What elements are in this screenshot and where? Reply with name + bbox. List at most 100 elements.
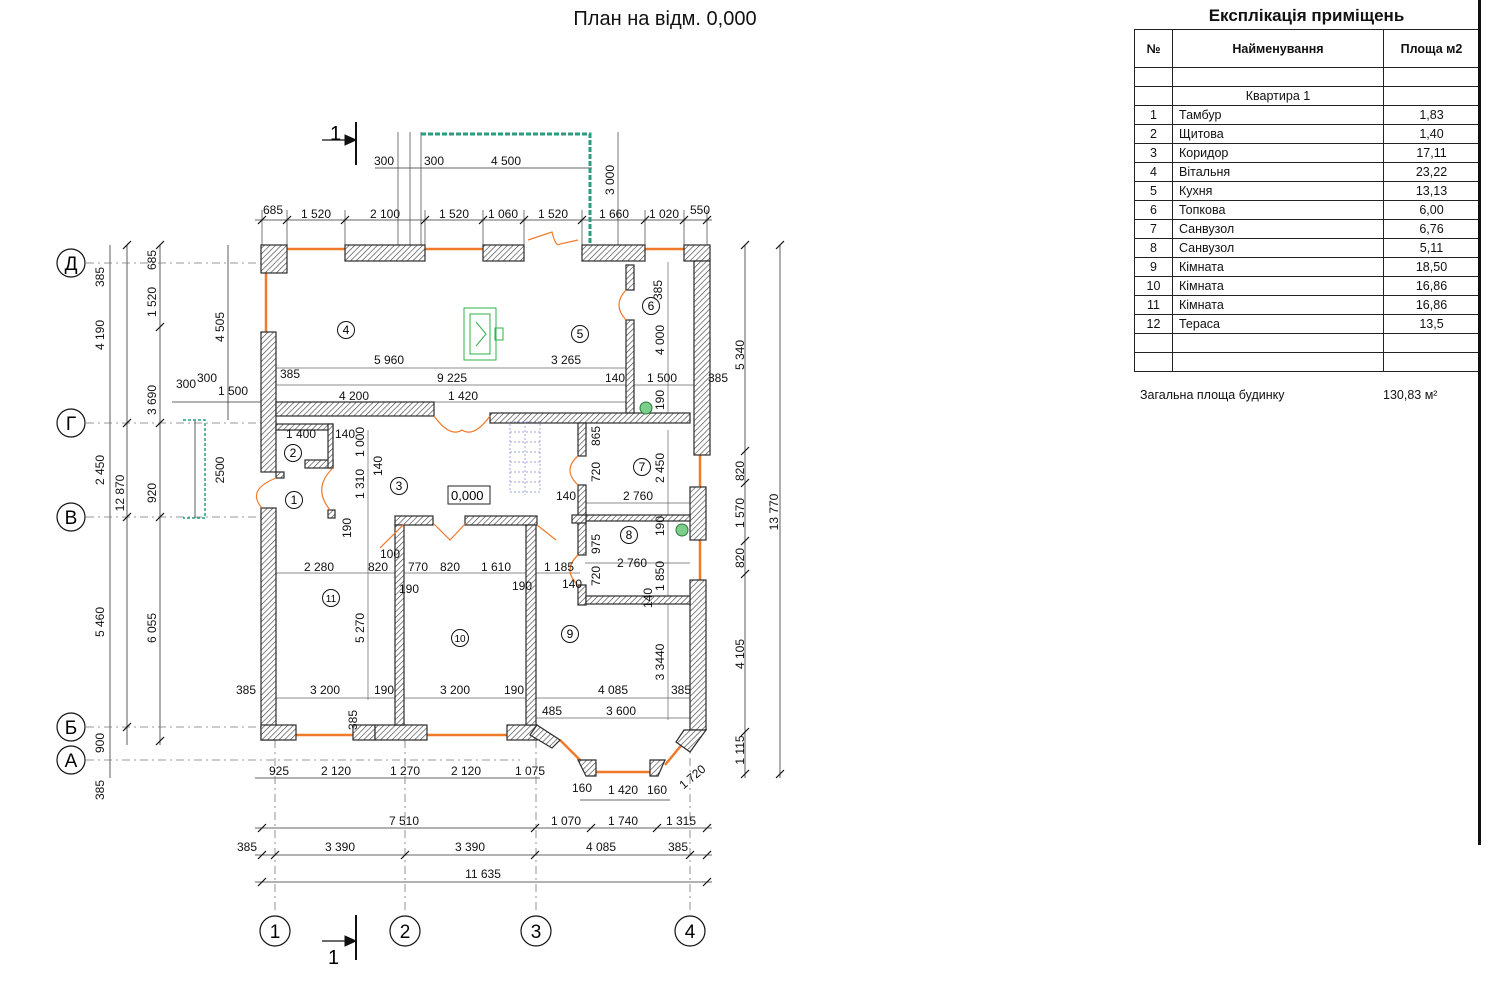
row-area: 6,00 bbox=[1383, 200, 1480, 220]
row-area: 17,11 bbox=[1383, 143, 1480, 163]
header-area: Площа м2 bbox=[1383, 29, 1480, 68]
dimension-text: 6 055 bbox=[145, 613, 159, 643]
room-marker bbox=[620, 526, 638, 544]
room-marker bbox=[337, 321, 355, 339]
dimension-text: 1 315 bbox=[666, 814, 696, 828]
room-marker bbox=[451, 629, 469, 647]
dimension-text: 820 bbox=[368, 560, 388, 574]
dimension-text: 1 000 bbox=[353, 427, 367, 457]
dimension-text: 3 200 bbox=[310, 683, 340, 697]
dimension-text: 3 390 bbox=[455, 840, 485, 854]
dimension-text: 1 500 bbox=[647, 371, 677, 385]
dimension-text: 385 bbox=[237, 840, 257, 854]
row-number: 7 bbox=[1134, 219, 1173, 239]
dimension-text: 190 bbox=[653, 516, 667, 536]
room-number: 8 bbox=[626, 528, 633, 542]
dimension-text: 925 bbox=[269, 764, 289, 778]
header-name: Найменування bbox=[1172, 29, 1384, 68]
dimension-text: 9 225 bbox=[437, 371, 467, 385]
dimension-text: 770 bbox=[408, 560, 428, 574]
dimension-text: 140 bbox=[562, 577, 582, 591]
dimension-text: 1 850 bbox=[653, 561, 667, 591]
axis-bubble-row bbox=[56, 712, 86, 742]
row-number: 3 bbox=[1134, 143, 1173, 163]
axis-bubble-row bbox=[56, 745, 86, 775]
axis-label-col: 2 bbox=[400, 922, 411, 943]
sheet-border bbox=[1478, 0, 1481, 845]
row-number: 4 bbox=[1134, 162, 1173, 182]
row-name: Топкова bbox=[1172, 200, 1384, 220]
axis-bubble-row bbox=[56, 502, 86, 532]
row-area: 16,86 bbox=[1383, 276, 1480, 296]
dimension-text: 1 720 bbox=[676, 762, 708, 792]
axis-label-row: Б bbox=[65, 718, 77, 739]
axis-label-row: В bbox=[65, 508, 78, 529]
row-number: 5 bbox=[1134, 181, 1173, 201]
row-name: Санвузол bbox=[1172, 219, 1384, 239]
room-marker bbox=[285, 491, 303, 509]
dimension-text: 190 bbox=[653, 390, 667, 410]
row-name: Кімната bbox=[1172, 295, 1384, 315]
section-label-bottom: 1 bbox=[328, 947, 339, 969]
dimension-text: 1 310 bbox=[353, 469, 367, 499]
dimension-text: 385 bbox=[651, 280, 665, 300]
dimension-text: 11 635 bbox=[465, 867, 501, 881]
dimension-text: 3 265 bbox=[551, 353, 581, 367]
stove-fixture bbox=[463, 307, 504, 361]
dimension-text: 720 bbox=[589, 566, 603, 586]
dimension-text: 385 bbox=[346, 710, 360, 730]
dimension-text: 140 bbox=[641, 588, 655, 608]
row-number: 12 bbox=[1134, 314, 1173, 334]
dimension-text: 2 760 bbox=[617, 556, 647, 570]
dimension-text: 1 520 bbox=[439, 207, 469, 221]
dimension-text: 385 bbox=[93, 780, 107, 800]
axis-label-col: 1 bbox=[270, 922, 281, 943]
dimension-text: 190 bbox=[399, 582, 419, 596]
row-name: Коридор bbox=[1172, 143, 1384, 163]
walls bbox=[260, 244, 711, 777]
dimension-text: 2 280 bbox=[304, 560, 334, 574]
dimension-text: 1 070 bbox=[551, 814, 581, 828]
row-area: 23,22 bbox=[1383, 162, 1480, 182]
section-marker-top bbox=[322, 122, 358, 165]
dimension-text: 385 bbox=[93, 267, 107, 287]
axis-bubble-col bbox=[389, 915, 421, 947]
dimension-text: 4 000 bbox=[653, 325, 667, 355]
dimension-text: 1 020 bbox=[649, 207, 679, 221]
dimension-text: 685 bbox=[263, 203, 283, 217]
room-marker bbox=[284, 444, 302, 462]
dimension-text: 1 115 bbox=[733, 735, 747, 764]
row-number: 9 bbox=[1134, 257, 1173, 277]
dimension-text: 190 bbox=[504, 683, 524, 697]
dimension-text: 5 960 bbox=[374, 353, 404, 367]
room-number: 3 bbox=[396, 479, 403, 493]
dimension-text: 190 bbox=[340, 518, 354, 538]
row-name: Тамбур bbox=[1172, 105, 1384, 125]
dimension-text: 3 390 bbox=[325, 840, 355, 854]
dimension-text: 4 500 bbox=[491, 154, 521, 168]
dimension-text: 4 200 bbox=[339, 389, 369, 403]
dimension-text: 190 bbox=[512, 579, 532, 593]
dimension-text: 1 420 bbox=[448, 389, 478, 403]
dimension-text: 385 bbox=[671, 683, 691, 697]
dimension-text: 920 bbox=[145, 483, 159, 503]
door-swings bbox=[255, 231, 627, 586]
dimension-text: 3 600 bbox=[606, 704, 636, 718]
dimension-text: 385 bbox=[708, 371, 728, 385]
dimension-text: 4 085 bbox=[598, 683, 628, 697]
dimension-text: 2 120 bbox=[321, 764, 351, 778]
row-name: Тераса bbox=[1172, 314, 1384, 334]
dimension-text: 160 bbox=[572, 781, 592, 795]
dimension-text: 140 bbox=[335, 427, 355, 441]
dimension-text: 820 bbox=[733, 461, 747, 481]
dimension-text: 4 105 bbox=[733, 639, 747, 669]
dimension-text: 4 505 bbox=[213, 312, 227, 342]
